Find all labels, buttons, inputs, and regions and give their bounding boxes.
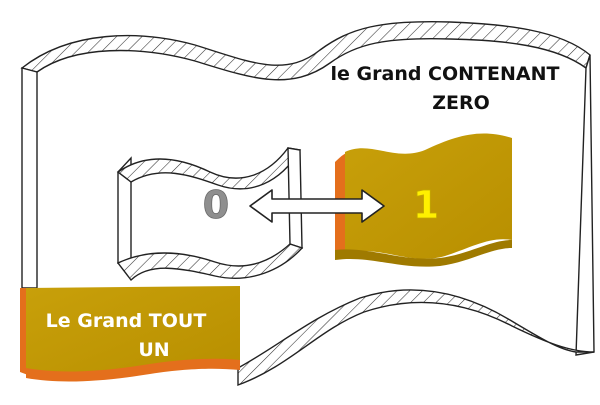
outer-left-wall [21, 67, 38, 289]
one-label: 1 [413, 183, 439, 227]
inner-gold-sheet-bottom-shadow [335, 240, 512, 267]
outer-right-wall [575, 54, 595, 356]
inner-bottom-band [116, 243, 304, 282]
inner-gold-sheet-body [345, 133, 512, 259]
corner-sheet-label-line2: UN [138, 339, 169, 361]
corner-gold-sheet-body [26, 286, 240, 377]
outer-container-label-line1: le Grand CONTENANT [331, 63, 560, 85]
corner-gold-sheet [20, 286, 240, 382]
corner-gold-sheet-bottom-shadow [26, 358, 240, 382]
zero-label: 0 [203, 183, 229, 227]
outer-container [20, 21, 595, 387]
double-arrow [249, 189, 385, 223]
outer-container-label-line2: ZERO [432, 92, 490, 114]
inner-container [116, 147, 304, 282]
outer-bottom-band [237, 289, 595, 387]
double-arrow-shape [249, 189, 385, 223]
inner-right-wall [287, 147, 303, 249]
corner-sheet-label-line1: Le Grand TOUT [46, 310, 207, 332]
